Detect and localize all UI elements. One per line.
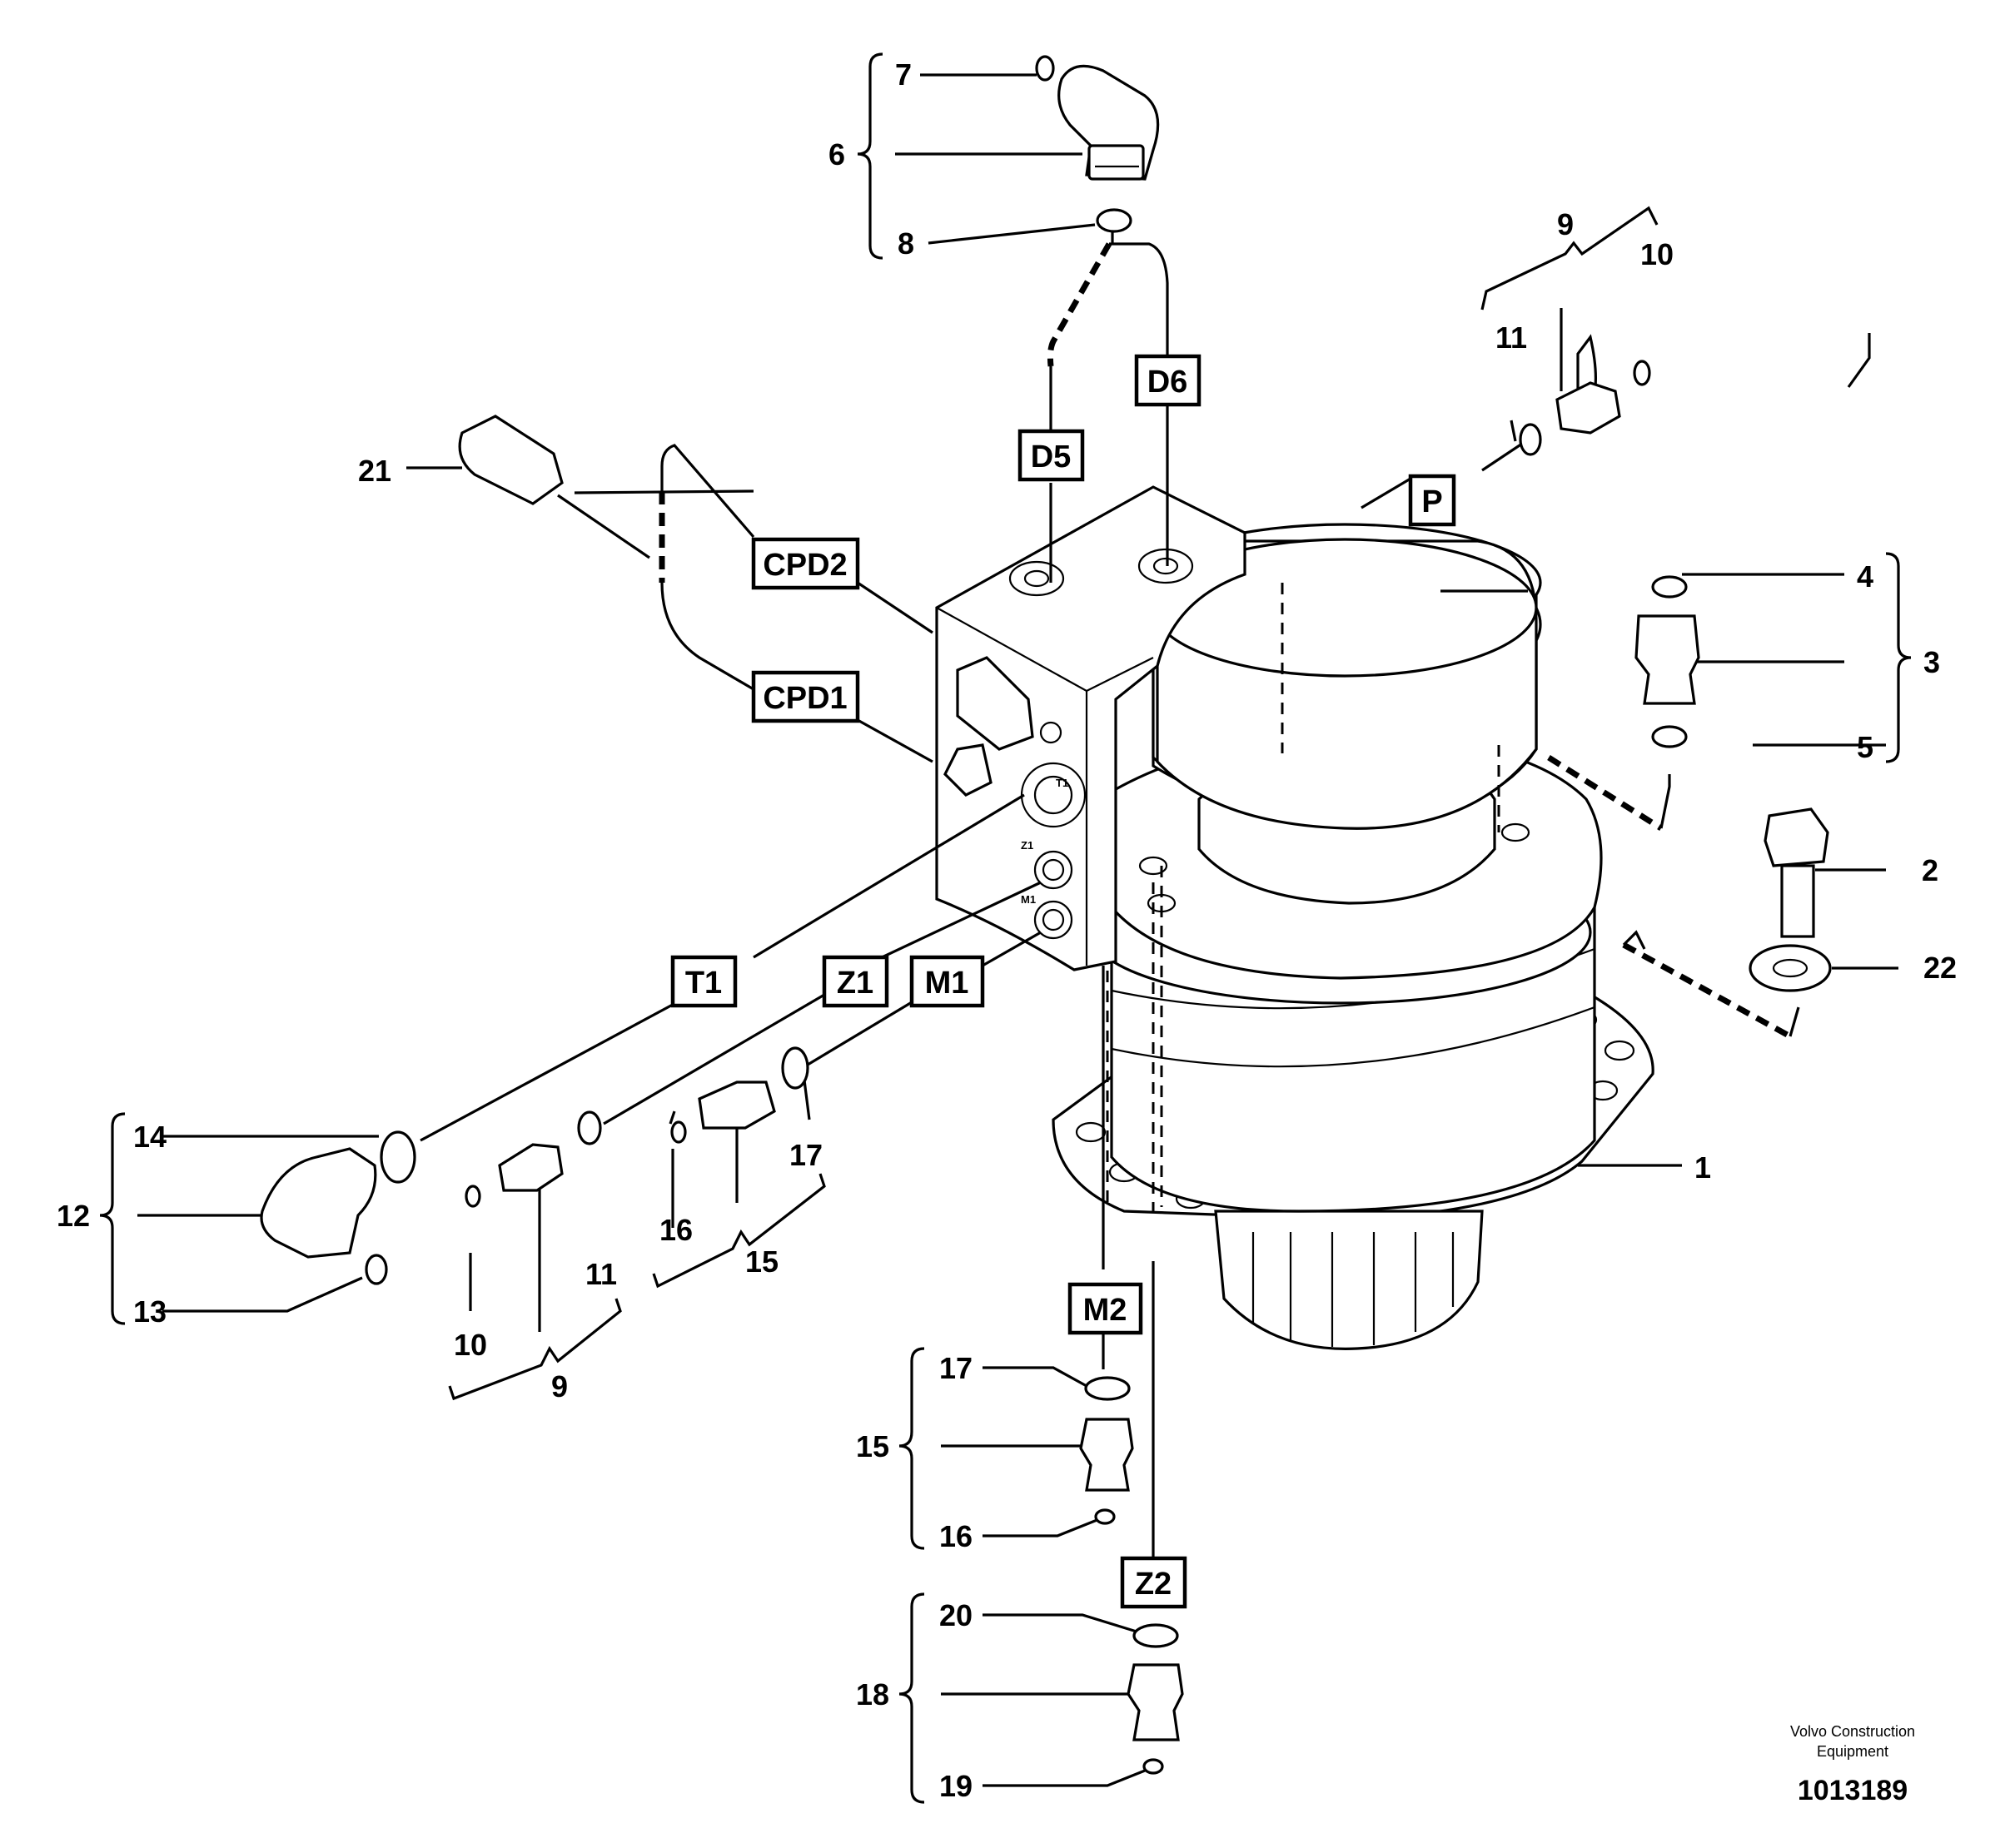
credit-line-1: Volvo Construction (1790, 1723, 1915, 1740)
callout-20: 20 (939, 1598, 973, 1632)
port-label-d6: D6 (1134, 354, 1201, 407)
adapter-18 (1127, 1663, 1184, 1741)
fittings-and-seals (260, 55, 1832, 1775)
callout-15-low: 15 (856, 1429, 889, 1463)
elbow-fitting-12 (260, 1147, 377, 1259)
bolt-2 (1764, 807, 1829, 867)
callout-14: 14 (133, 1120, 167, 1154)
swing-motor-assembly (1052, 523, 1654, 1350)
callout-9-top: 9 (1557, 207, 1574, 241)
adapter-15-mid (698, 1080, 776, 1130)
port-label-cpd2: CPD2 (751, 537, 860, 590)
callout-21: 21 (358, 454, 391, 488)
check-valve-21 (458, 415, 564, 505)
callout-1: 1 (1694, 1150, 1711, 1185)
o-ring-20 (1132, 1623, 1179, 1648)
credit-line-2: Equipment (1817, 1743, 1888, 1760)
adapter-15-low (1079, 1418, 1134, 1492)
washer-22 (1749, 944, 1832, 992)
callout-7: 7 (895, 57, 912, 92)
group-braces (99, 52, 1912, 1804)
callout-17-low: 17 (939, 1351, 973, 1385)
svg-text:CPD2: CPD2 (763, 548, 847, 583)
o-ring-10-bottom (465, 1185, 481, 1208)
svg-text:P: P (1421, 484, 1442, 519)
valve-block: Z1 M1 T1 (935, 485, 1246, 971)
callout-22: 22 (1923, 951, 1957, 985)
port-labels: D5 D6 P CPD2 CPD1 T1 Z1 M1 (670, 354, 1456, 1609)
callout-3: 3 (1923, 645, 1940, 679)
document-number: 1013189 (1798, 1775, 1908, 1806)
callout-5: 5 (1857, 730, 1873, 764)
o-ring-4 (1651, 575, 1688, 599)
o-ring-17-low (1084, 1376, 1131, 1401)
block-mark-t1: T1 (1056, 777, 1068, 789)
block-mark-m1: M1 (1021, 893, 1036, 906)
leader-lines (137, 73, 1898, 1787)
o-ring-16-mid (670, 1120, 687, 1144)
port-label-m1: M1 (909, 955, 985, 1008)
svg-text:D5: D5 (1031, 440, 1072, 474)
callout-19: 19 (939, 1769, 973, 1803)
o-ring-13 (365, 1254, 388, 1285)
port-label-z2: Z2 (1120, 1556, 1187, 1609)
port-label-z1: Z1 (822, 955, 889, 1008)
callout-2: 2 (1922, 853, 1938, 887)
callout-9-bottom: 9 (551, 1369, 568, 1403)
adapter-9-top (1555, 381, 1621, 435)
figure-credit: Volvo Construction Equipment 1013189 (1790, 1723, 1915, 1806)
port-label-p: P (1408, 474, 1456, 527)
port-label-cpd1: CPD1 (751, 670, 860, 723)
callout-11-top: 11 (1495, 320, 1527, 355)
port-label-d5: D5 (1017, 429, 1085, 482)
svg-text:CPD1: CPD1 (763, 681, 847, 716)
o-ring-10-top (1633, 360, 1651, 386)
callout-13: 13 (133, 1294, 167, 1329)
callout-17-mid: 17 (789, 1138, 823, 1172)
callout-18: 18 (856, 1677, 889, 1711)
o-ring-16-low (1094, 1508, 1116, 1525)
o-ring-14 (380, 1130, 416, 1184)
svg-text:Z2: Z2 (1135, 1567, 1172, 1602)
o-ring-8 (1096, 208, 1132, 233)
o-ring-11-bottom (577, 1110, 602, 1145)
callout-numbers: 7 6 8 9 10 11 21 4 3 5 2 22 1 14 12 13 1… (57, 57, 1957, 1803)
block-mark-z1: Z1 (1021, 839, 1033, 852)
port-label-t1: T1 (670, 955, 738, 1008)
callout-4: 4 (1857, 559, 1873, 594)
o-ring-19 (1142, 1758, 1164, 1775)
callout-10-bottom: 10 (454, 1328, 487, 1362)
svg-text:T1: T1 (685, 966, 722, 1001)
callout-15-mid: 15 (745, 1244, 779, 1279)
svg-text:D6: D6 (1147, 365, 1188, 400)
adapter-3 (1634, 614, 1700, 705)
callout-16-mid: 16 (659, 1213, 693, 1247)
port-label-m2: M2 (1067, 1282, 1143, 1335)
adapter-9-bottom (498, 1143, 564, 1192)
svg-text:M2: M2 (1083, 1293, 1127, 1328)
callout-8: 8 (898, 226, 914, 261)
svg-text:Z1: Z1 (837, 966, 873, 1001)
callout-10-top: 10 (1640, 237, 1674, 271)
o-ring-17-mid (781, 1046, 809, 1090)
callout-11-bottom: 11 (585, 1257, 617, 1291)
o-ring-7 (1035, 55, 1055, 82)
o-ring-11-top (1519, 423, 1542, 456)
callout-6: 6 (828, 137, 845, 171)
svg-text:M1: M1 (925, 966, 969, 1001)
callout-16-low: 16 (939, 1519, 973, 1553)
o-ring-5 (1651, 725, 1688, 748)
callout-12: 12 (57, 1199, 90, 1233)
